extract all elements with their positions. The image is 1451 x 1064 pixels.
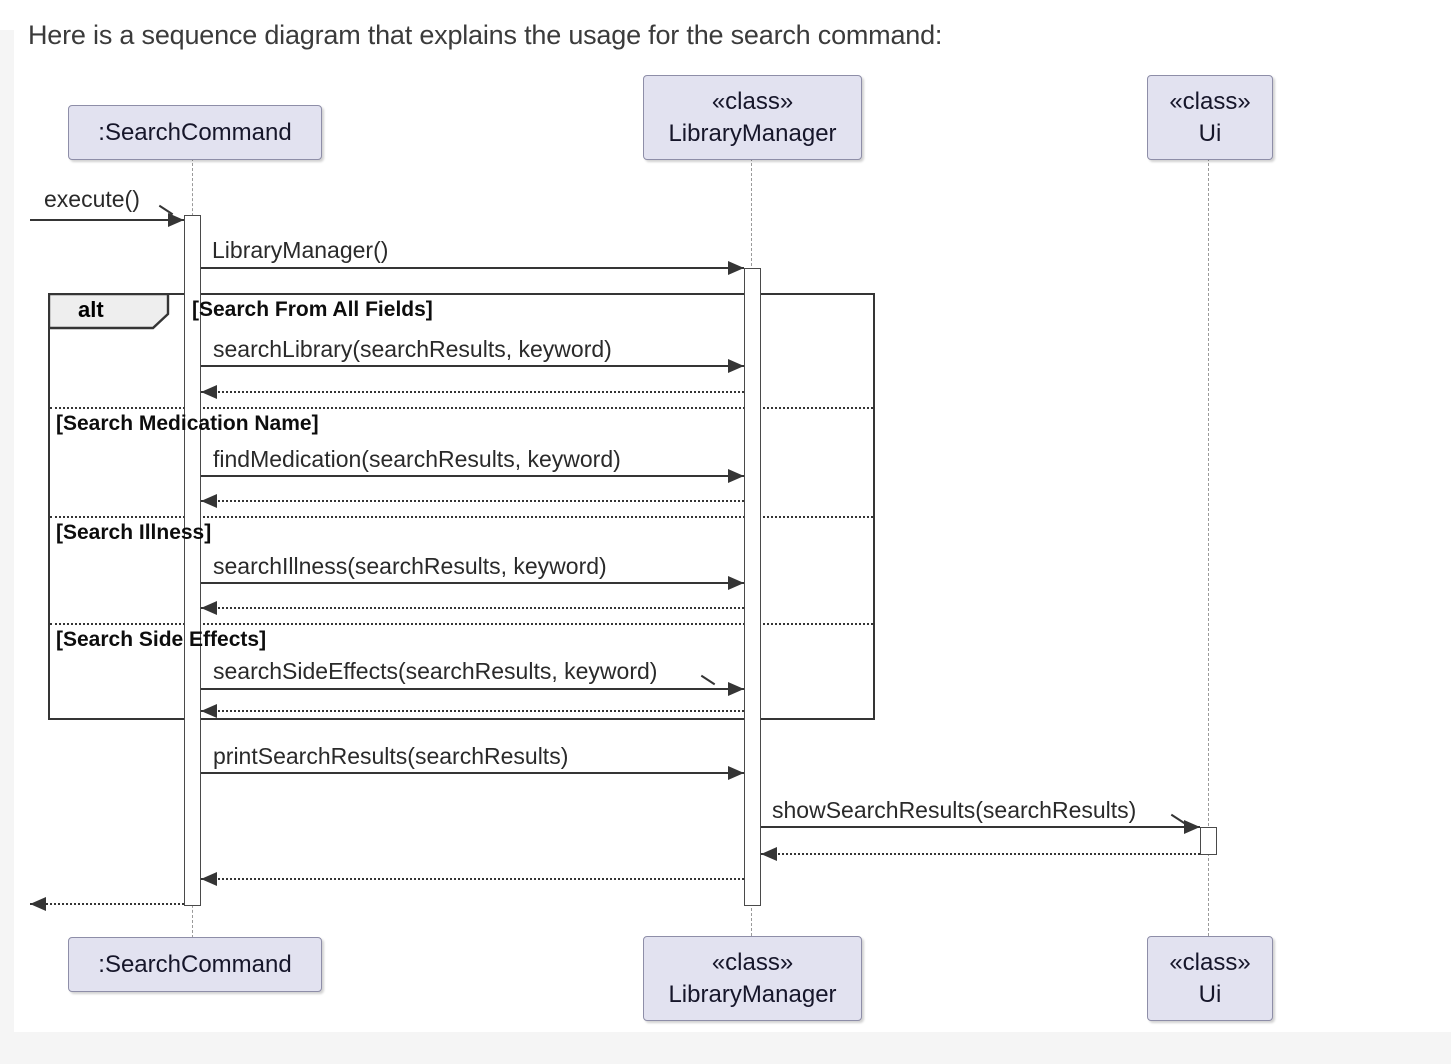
message-searchlibrary-label: searchLibrary(searchResults, keyword) <box>213 336 612 362</box>
alt-operator-label: alt <box>78 297 104 322</box>
guard-search-side-effects: [Search Side Effects] <box>56 628 267 651</box>
participant-ui-label: Ui <box>1198 119 1222 147</box>
arrow-searchlibrary <box>201 365 744 367</box>
return-arrow-findmedication <box>201 500 744 502</box>
message-searchsideeffects-label: searchSideEffects(searchResults, keyword… <box>213 658 658 684</box>
arrowhead-printsearchresults <box>728 766 744 780</box>
arrow-printsearchresults <box>201 772 744 774</box>
message-searchillness-label: searchIllness(searchResults, keyword) <box>213 553 607 579</box>
participant-searchcommand-top: :SearchCommand <box>68 105 322 160</box>
page-left-edge <box>0 30 14 1064</box>
stereotype-label: «class» <box>1169 949 1251 977</box>
return-arrow-searchsideeffects <box>201 710 744 712</box>
arrowhead-execute <box>168 213 184 227</box>
arrowhead-showsearchresults <box>1184 820 1200 834</box>
return-arrowhead-searchlibrary <box>201 385 217 399</box>
alt-divider <box>50 407 873 409</box>
guard-search-medication-name: [Search Medication Name] <box>56 412 319 435</box>
alt-divider <box>50 623 873 625</box>
message-printsearchresults-label: printSearchResults(searchResults) <box>213 743 569 769</box>
arrowhead-findmedication <box>728 469 744 483</box>
arrowhead-searchsideeffects <box>728 682 744 696</box>
stereotype-label: «class» <box>711 949 794 977</box>
message-librarymanager-ctor-label: LibraryManager() <box>212 237 389 263</box>
guard-search-from-all-fields: [Search From All Fields] <box>192 298 433 321</box>
page-title: Here is a sequence diagram that explains… <box>28 20 943 50</box>
activation-searchcommand <box>184 215 201 906</box>
return-arrowhead-execute <box>30 897 46 911</box>
page-bottom-edge <box>0 1032 1451 1064</box>
activation-ui <box>1200 827 1217 855</box>
lifeline-ui <box>1208 158 1209 936</box>
arrow-execute <box>30 219 184 221</box>
return-arrow-searchlibrary <box>201 391 744 393</box>
participant-ui-top: «class» Ui <box>1147 75 1273 160</box>
participant-searchcommand-label: :SearchCommand <box>98 118 292 146</box>
return-arrow-execute <box>30 903 184 905</box>
participant-librarymanager-bottom: «class» LibraryManager <box>643 936 862 1021</box>
alt-frame <box>48 293 875 720</box>
arrow-searchillness <box>201 582 744 584</box>
arrow-searchsideeffects <box>201 688 744 690</box>
arrowhead-librarymanager-ctor <box>728 261 744 275</box>
return-arrow-showsearchresults <box>761 853 1200 855</box>
arrow-librarymanager-ctor <box>201 267 744 269</box>
arrowhead-searchlibrary <box>728 359 744 373</box>
arrow-showsearchresults <box>761 826 1200 828</box>
guard-search-illness: [Search Illness] <box>56 521 212 544</box>
message-showsearchresults-label: showSearchResults(searchResults) <box>772 797 1137 823</box>
arrow-findmedication <box>201 475 744 477</box>
return-arrowhead-searchsideeffects <box>201 704 217 718</box>
participant-searchcommand-label: :SearchCommand <box>98 950 292 978</box>
participant-ui-label: Ui <box>1198 980 1222 1008</box>
return-arrowhead-librarymanager <box>201 872 217 886</box>
message-execute-label: execute() <box>44 186 140 212</box>
stereotype-label: «class» <box>1169 88 1251 116</box>
return-arrow-searchillness <box>201 607 744 609</box>
participant-librarymanager-label: LibraryManager <box>668 119 837 147</box>
alt-divider <box>50 516 873 518</box>
participant-searchcommand-bottom: :SearchCommand <box>68 937 322 992</box>
activation-librarymanager <box>744 268 761 906</box>
return-arrowhead-findmedication <box>201 494 217 508</box>
return-arrow-librarymanager <box>201 878 744 880</box>
return-arrowhead-showsearchresults <box>761 847 777 861</box>
return-arrowhead-searchillness <box>201 601 217 615</box>
alt-frame-operator-pentagon <box>48 293 170 330</box>
message-findmedication-label: findMedication(searchResults, keyword) <box>213 446 621 472</box>
stereotype-label: «class» <box>711 88 794 116</box>
participant-librarymanager-label: LibraryManager <box>668 980 837 1008</box>
participant-ui-bottom: «class» Ui <box>1147 936 1273 1021</box>
arrowhead-searchillness <box>728 576 744 590</box>
participant-librarymanager-top: «class» LibraryManager <box>643 75 862 160</box>
